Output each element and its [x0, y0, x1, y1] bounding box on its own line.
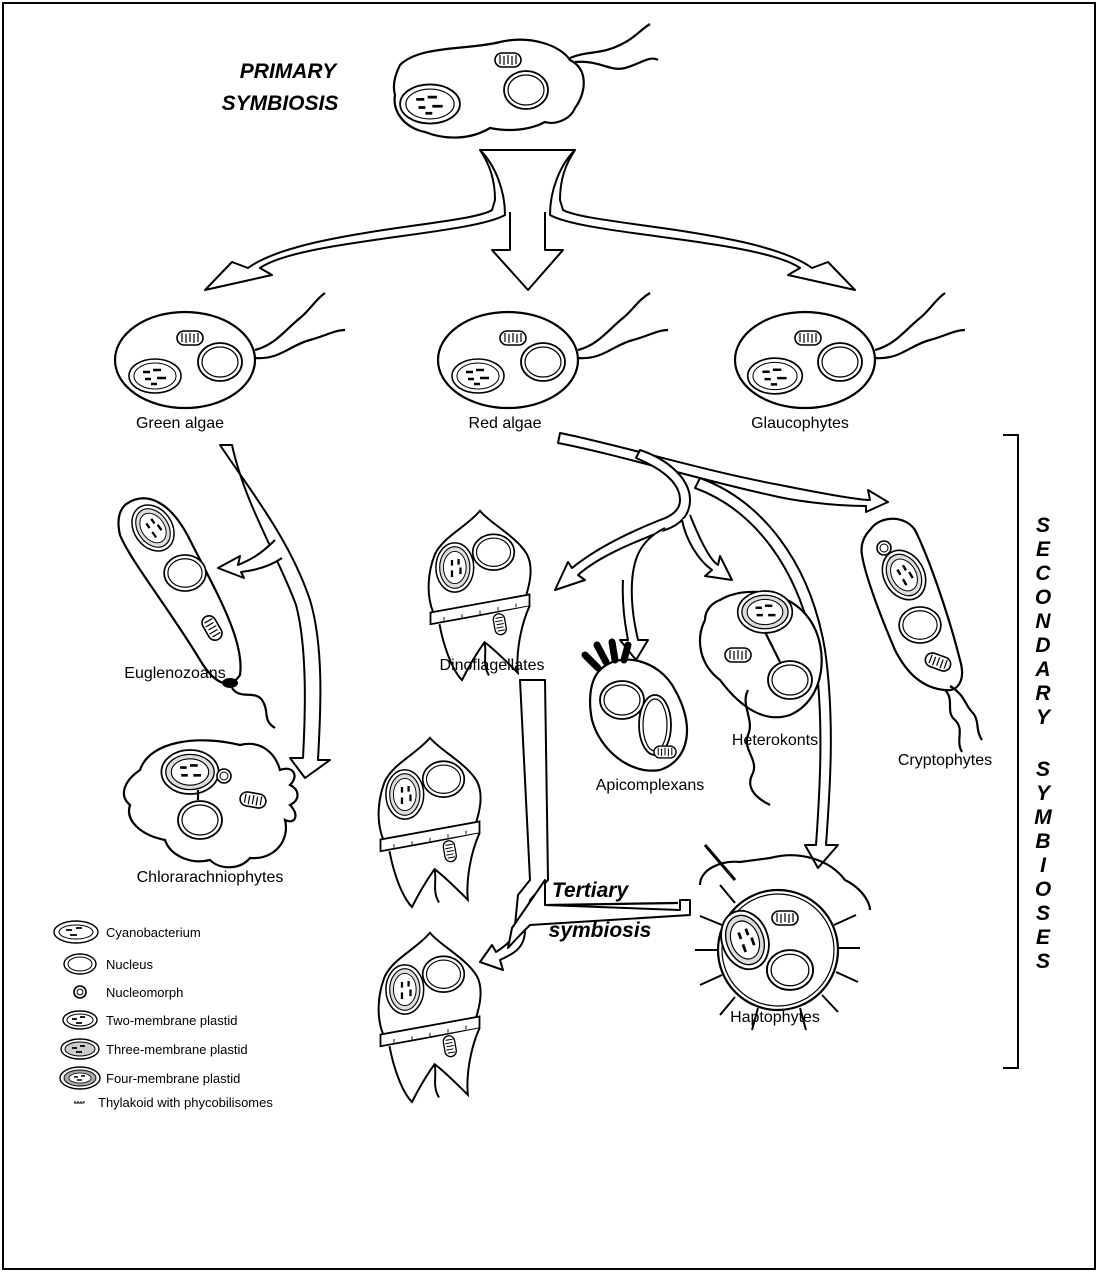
sec-letter-0: S	[1036, 514, 1050, 537]
sec-letter-3: O	[1035, 586, 1051, 609]
tertiary-line2: symbiosis	[549, 919, 652, 942]
primary-symbiosis-title: PRIMARY SYMBIOSIS	[222, 60, 339, 115]
sec-letter-4: N	[1035, 610, 1051, 633]
title-line2: SYMBIOSIS	[222, 92, 339, 115]
haptophytes-cell	[695, 845, 870, 1030]
legend-item-nucleus: Nucleus	[64, 954, 153, 974]
dinoflagellates-cell-middle	[379, 738, 481, 907]
secondary-symbioses-bracket	[1003, 435, 1018, 1068]
tertiary-line1: Tertiary	[552, 879, 630, 902]
label-euglenozoans: Euglenozoans	[124, 665, 225, 682]
sec-letter-5: D	[1035, 634, 1050, 657]
primary-branch-arrows	[205, 150, 855, 290]
sec-letter-14: I	[1040, 854, 1047, 877]
legend-item-nucleomorph: Nucleomorph	[74, 985, 183, 1000]
sec-letter-16: S	[1036, 902, 1050, 925]
legend-label: Nucleus	[106, 957, 153, 972]
legend-label: Thylakoid with phycobilisomes	[98, 1095, 273, 1110]
legend-label: Cyanobacterium	[106, 925, 201, 940]
heterokonts-cell	[700, 591, 822, 805]
secondary-symbioses-label: S E C O N D A R Y S Y M B I O S E S	[1034, 514, 1052, 973]
label-apicomplexans: Apicomplexans	[596, 777, 705, 794]
red-algae-cell	[438, 293, 668, 408]
sec-letter-12: M	[1034, 806, 1052, 829]
primary-host-cell	[394, 24, 658, 138]
legend-label: Nucleomorph	[106, 985, 183, 1000]
label-haptophytes: Haptophytes	[730, 1009, 820, 1026]
cyanobacterium-icon	[54, 921, 98, 943]
sec-letter-18: S	[1036, 950, 1050, 973]
title-line1: PRIMARY	[240, 60, 338, 83]
legend-item-thylakoid: Thylakoid with phycobilisomes	[74, 1095, 273, 1110]
legend-label: Three-membrane plastid	[106, 1042, 248, 1057]
sec-letter-11: Y	[1036, 782, 1052, 805]
sec-letter-15: O	[1035, 878, 1051, 901]
label-green-algae: Green algae	[136, 415, 224, 432]
nucleus-icon	[64, 954, 96, 974]
sec-letter-1: E	[1036, 538, 1051, 561]
label-chlorarachniophytes: Chlorarachniophytes	[137, 869, 284, 886]
green-algae-cell	[115, 293, 345, 408]
sec-letter-10: S	[1036, 758, 1050, 781]
sec-letter-7: R	[1035, 682, 1051, 705]
sec-letter-2: C	[1035, 562, 1051, 585]
thylakoid-icon	[74, 1101, 84, 1103]
label-cryptophytes: Cryptophytes	[898, 752, 992, 769]
legend-label: Two-membrane plastid	[106, 1013, 238, 1028]
label-heterokonts: Heterokonts	[732, 732, 818, 749]
cryptophytes-cell	[861, 519, 982, 752]
two-membrane-plastid-icon	[63, 1011, 97, 1029]
legend-item-cyanobacterium: Cyanobacterium	[54, 921, 201, 943]
sec-letter-8: Y	[1036, 706, 1052, 729]
glaucophytes-cell	[735, 293, 965, 408]
label-red-algae: Red algae	[469, 415, 542, 432]
legend: Cyanobacterium Nucleus Nucleomorph Two-m…	[54, 921, 273, 1110]
label-dinoflagellates: Dinoflagellates	[440, 657, 545, 674]
legend-item-two-membrane-plastid: Two-membrane plastid	[63, 1011, 238, 1029]
sec-letter-17: E	[1036, 926, 1051, 949]
label-glaucophytes: Glaucophytes	[751, 415, 849, 432]
three-membrane-plastid-icon	[61, 1039, 99, 1059]
euglenozoans-cell	[118, 497, 275, 728]
sec-letter-6: A	[1034, 658, 1050, 681]
four-membrane-plastid-icon	[60, 1067, 100, 1089]
legend-item-three-membrane-plastid: Three-membrane plastid	[61, 1039, 248, 1059]
chlorarachniophytes-cell	[124, 740, 298, 867]
sec-letter-13: B	[1035, 830, 1050, 853]
apicomplexans-cell	[585, 642, 687, 771]
legend-item-four-membrane-plastid: Four-membrane plastid	[60, 1067, 240, 1089]
legend-label: Four-membrane plastid	[106, 1071, 240, 1086]
nucleomorph-icon	[74, 986, 86, 998]
dinoflagellates-cell-bottom	[379, 933, 481, 1102]
dinoflagellates-cell-top	[429, 511, 531, 680]
